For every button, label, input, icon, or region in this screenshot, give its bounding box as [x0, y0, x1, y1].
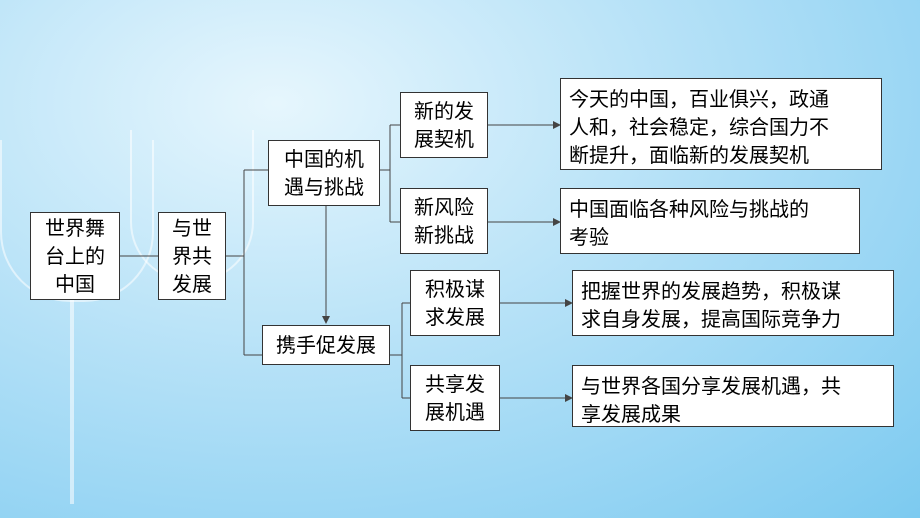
level1-node: 与世界共发展: [158, 212, 226, 300]
node-line: 展契机: [414, 127, 474, 151]
root-node: 世界舞台上的中国: [30, 212, 120, 300]
detail-line: 考验: [569, 225, 609, 249]
share-opportunity-node: 共享发展机遇: [410, 365, 500, 431]
glass-stem: [70, 300, 74, 504]
glass-decoration: [0, 140, 154, 302]
node-line: 中国的机: [284, 147, 364, 171]
node-line: 与世: [172, 216, 212, 240]
detail-line: 断提升，面临新的发展契机: [569, 143, 809, 167]
cooperation-node: 携手促发展: [262, 325, 390, 365]
opportunity-node: 中国的机遇与挑战: [268, 140, 380, 206]
node-line: 求发展: [425, 305, 485, 329]
node-line: 台上的: [45, 244, 105, 268]
node-line: 积极谋: [425, 277, 485, 301]
node-line: 中国: [55, 272, 95, 296]
detail-new-risk: 中国面临各种风险与挑战的考验: [560, 188, 860, 254]
node-line: 共享发: [425, 372, 485, 396]
detail-line: 人和，社会稳定，综合国力不: [569, 115, 829, 139]
new-development-node: 新的发展契机: [400, 92, 488, 158]
detail-active-development: 把握世界的发展趋势，积极谋求自身发展，提高国际竞争力: [572, 270, 894, 336]
active-development-node: 积极谋求发展: [410, 270, 500, 336]
detail-line: 中国面临各种风险与挑战的: [569, 197, 809, 221]
node-line: 新挑战: [414, 223, 474, 247]
node-line: 发展: [172, 272, 212, 296]
node-line: 展机遇: [425, 400, 485, 424]
node-line: 世界舞: [45, 216, 105, 240]
detail-share-opportunity: 与世界各国分享发展机遇，共享发展成果: [572, 365, 894, 427]
node-line: 界共: [172, 244, 212, 268]
detail-new-development: 今天的中国，百业俱兴，政通人和，社会稳定，综合国力不断提升，面临新的发展契机: [560, 78, 882, 170]
node-line: 遇与挑战: [284, 175, 364, 199]
detail-line: 享发展成果: [581, 402, 681, 426]
detail-line: 求自身发展，提高国际竞争力: [581, 307, 841, 331]
detail-line: 今天的中国，百业俱兴，政通: [569, 87, 829, 111]
new-risk-node: 新风险新挑战: [400, 188, 488, 254]
node-line: 新风险: [414, 195, 474, 219]
detail-line: 把握世界的发展趋势，积极谋: [581, 279, 841, 303]
detail-line: 与世界各国分享发展机遇，共: [581, 374, 841, 398]
node-line: 携手促发展: [276, 333, 376, 357]
node-line: 新的发: [414, 99, 474, 123]
